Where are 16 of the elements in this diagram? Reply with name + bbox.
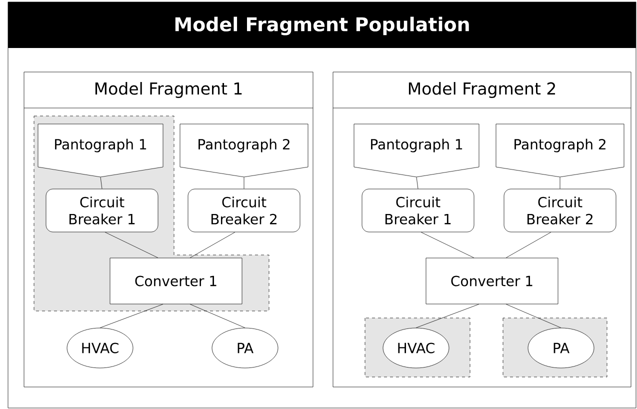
pantograph-box: Pantograph 1 xyxy=(38,124,164,178)
pantograph-box: Pantograph 2 xyxy=(496,124,624,178)
pantograph-box: Pantograph 2 xyxy=(180,124,308,178)
connector-line xyxy=(420,232,474,258)
breaker-box: Circuit Breaker 2 xyxy=(504,188,616,232)
breaker-box: Circuit Breaker 1 xyxy=(46,188,158,232)
converter-box: Converter 1 xyxy=(426,258,558,304)
pantograph-box: Pantograph 1 xyxy=(354,124,480,178)
connector-line xyxy=(190,232,236,258)
connector-line xyxy=(416,177,418,189)
converter-box: Converter 1 xyxy=(110,258,242,304)
connector-line xyxy=(506,232,552,258)
connector-line xyxy=(104,232,158,258)
connector-line xyxy=(100,177,102,189)
breaker-box: Circuit Breaker 1 xyxy=(362,188,474,232)
breaker-box: Circuit Breaker 2 xyxy=(188,188,300,232)
